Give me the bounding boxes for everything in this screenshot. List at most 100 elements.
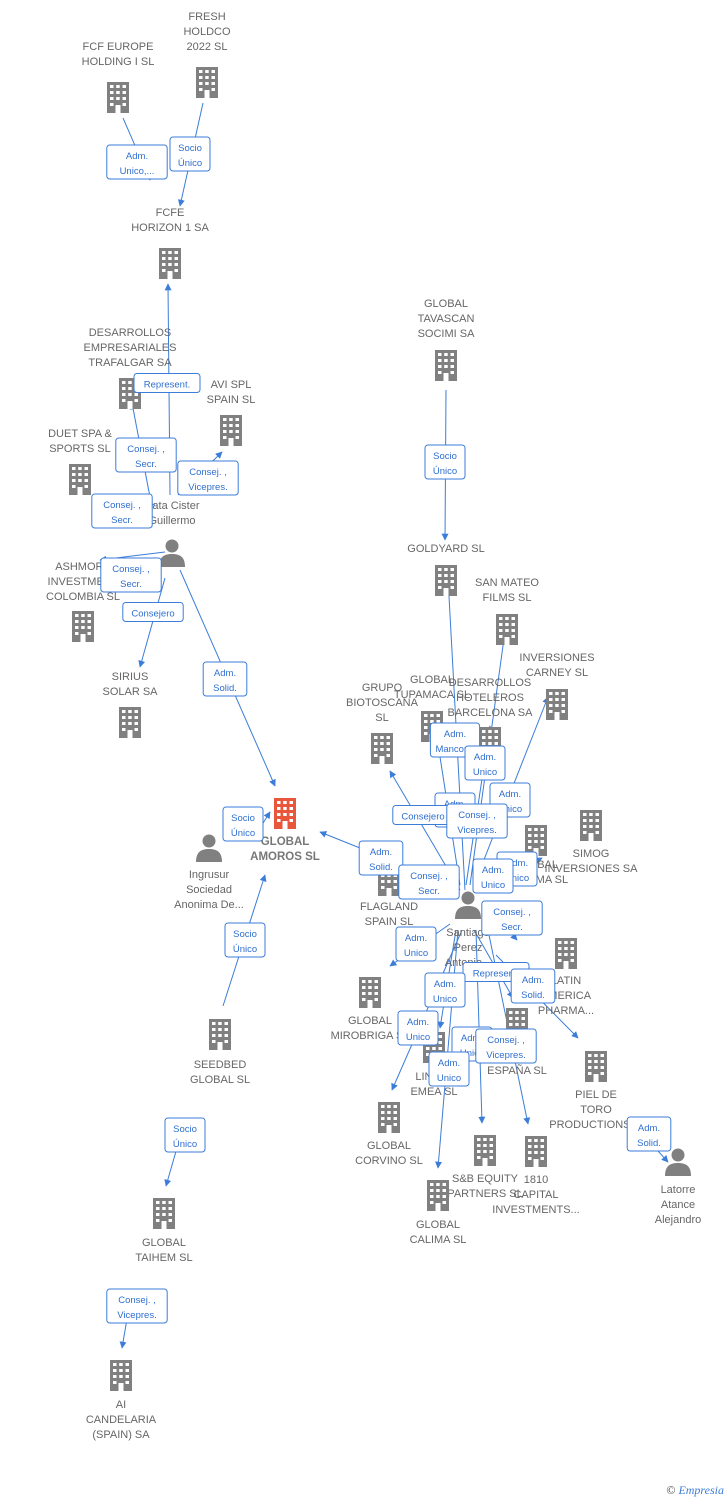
edge-label-box xyxy=(446,803,508,839)
edge-label[interactable]: Adm.Solid. xyxy=(202,661,248,697)
edge-label-line: Adm. xyxy=(506,858,528,869)
edge-label[interactable]: Consej. ,Secr. xyxy=(91,493,153,529)
edge-label[interactable]: Consej. ,Secr. xyxy=(100,557,162,593)
building-icon xyxy=(72,611,94,642)
edge-label-line: Unico xyxy=(505,873,529,884)
edge-label-text: Consej. ,Secr. xyxy=(127,444,165,470)
edge-label-line: Adm. xyxy=(405,933,427,944)
edge-label[interactable]: Adm.Solid. xyxy=(358,840,404,876)
node-label-line: GLOBAL xyxy=(424,298,468,310)
edge-label[interactable]: Adm.Solid. xyxy=(510,968,556,1004)
edge-label-line: Secr. xyxy=(111,515,133,526)
edge-label-text: Adm.Unico xyxy=(473,752,497,778)
edge-label-line: Consej. , xyxy=(189,467,227,478)
node-label-line: S&B EQUITY xyxy=(452,1173,519,1185)
building-icon xyxy=(435,565,457,596)
building-icon xyxy=(69,464,91,495)
edge-label-line: Unico xyxy=(433,994,457,1005)
edge-label-line: Consej. , xyxy=(112,564,150,575)
edge-label[interactable]: Consej. ,Secr. xyxy=(115,437,177,473)
edge-label[interactable]: Adm.Unico xyxy=(472,858,514,894)
edge-label-box xyxy=(626,1116,672,1152)
edge-label-line: Consej. , xyxy=(458,810,496,821)
node-duet[interactable]: DUET SPA &SPORTS SL xyxy=(48,428,113,495)
edge-label[interactable]: Consej. ,Secr. xyxy=(398,864,460,900)
edge-label[interactable]: Adm.Unico xyxy=(428,1051,470,1087)
copyright-symbol: © xyxy=(666,1483,676,1497)
footer-brand[interactable]: © Empresia xyxy=(666,1483,724,1498)
edge-label[interactable]: Consej. ,Vicepres. xyxy=(177,460,239,496)
person-icon xyxy=(665,1148,691,1176)
edge-label-line: Unico xyxy=(460,1048,484,1059)
edge-label[interactable]: Consejero xyxy=(122,602,184,622)
building-icon xyxy=(546,689,568,720)
edge-label-text: Consejero xyxy=(131,609,174,620)
node-label-line: Ingrusur xyxy=(189,869,230,881)
edge-label[interactable]: Adm.Unico xyxy=(395,926,437,962)
edge-label-line: Unico xyxy=(437,1073,461,1084)
node-goldyard[interactable]: GOLDYARD SL xyxy=(407,543,485,596)
edge-label-box xyxy=(91,493,153,529)
node-santiago[interactable]: SantiagoPerezAntonio... xyxy=(445,891,491,970)
edge-label-box xyxy=(115,437,177,473)
node-label-line: CORVINO SL xyxy=(355,1155,423,1167)
edge-label-line: Consej. , xyxy=(487,1035,525,1046)
edge-label[interactable]: Consej. ,Vicepres. xyxy=(475,1028,537,1064)
edge-label[interactable]: Adm.Unico,... xyxy=(106,144,168,180)
node-label-line: CAPITAL xyxy=(513,1189,558,1201)
edge-label-line: Solid. xyxy=(521,990,545,1001)
edge-label[interactable]: Consej. ,Secr. xyxy=(481,900,543,936)
edge-label[interactable]: Consejero xyxy=(392,805,454,825)
edge-label-box xyxy=(510,968,556,1004)
edge-label[interactable]: Adm.Unico xyxy=(424,972,466,1008)
edge-label[interactable]: Adm.Solid. xyxy=(626,1116,672,1152)
edge-label[interactable]: Represent. xyxy=(133,373,201,393)
edge-label[interactable]: Consej. ,Vicepres. xyxy=(106,1288,168,1324)
building-icon xyxy=(107,82,129,113)
node-label-line: CANDELARIA xyxy=(86,1414,157,1426)
edge-label-text: Represent. xyxy=(144,380,190,391)
edge-label[interactable]: Adm.Unico xyxy=(397,1010,439,1046)
edge-label[interactable]: Adm.Unico xyxy=(464,745,506,781)
node-label-line: DESARROLLOS xyxy=(449,677,532,689)
edge-label[interactable]: Consej. ,Vicepres. xyxy=(446,803,508,839)
